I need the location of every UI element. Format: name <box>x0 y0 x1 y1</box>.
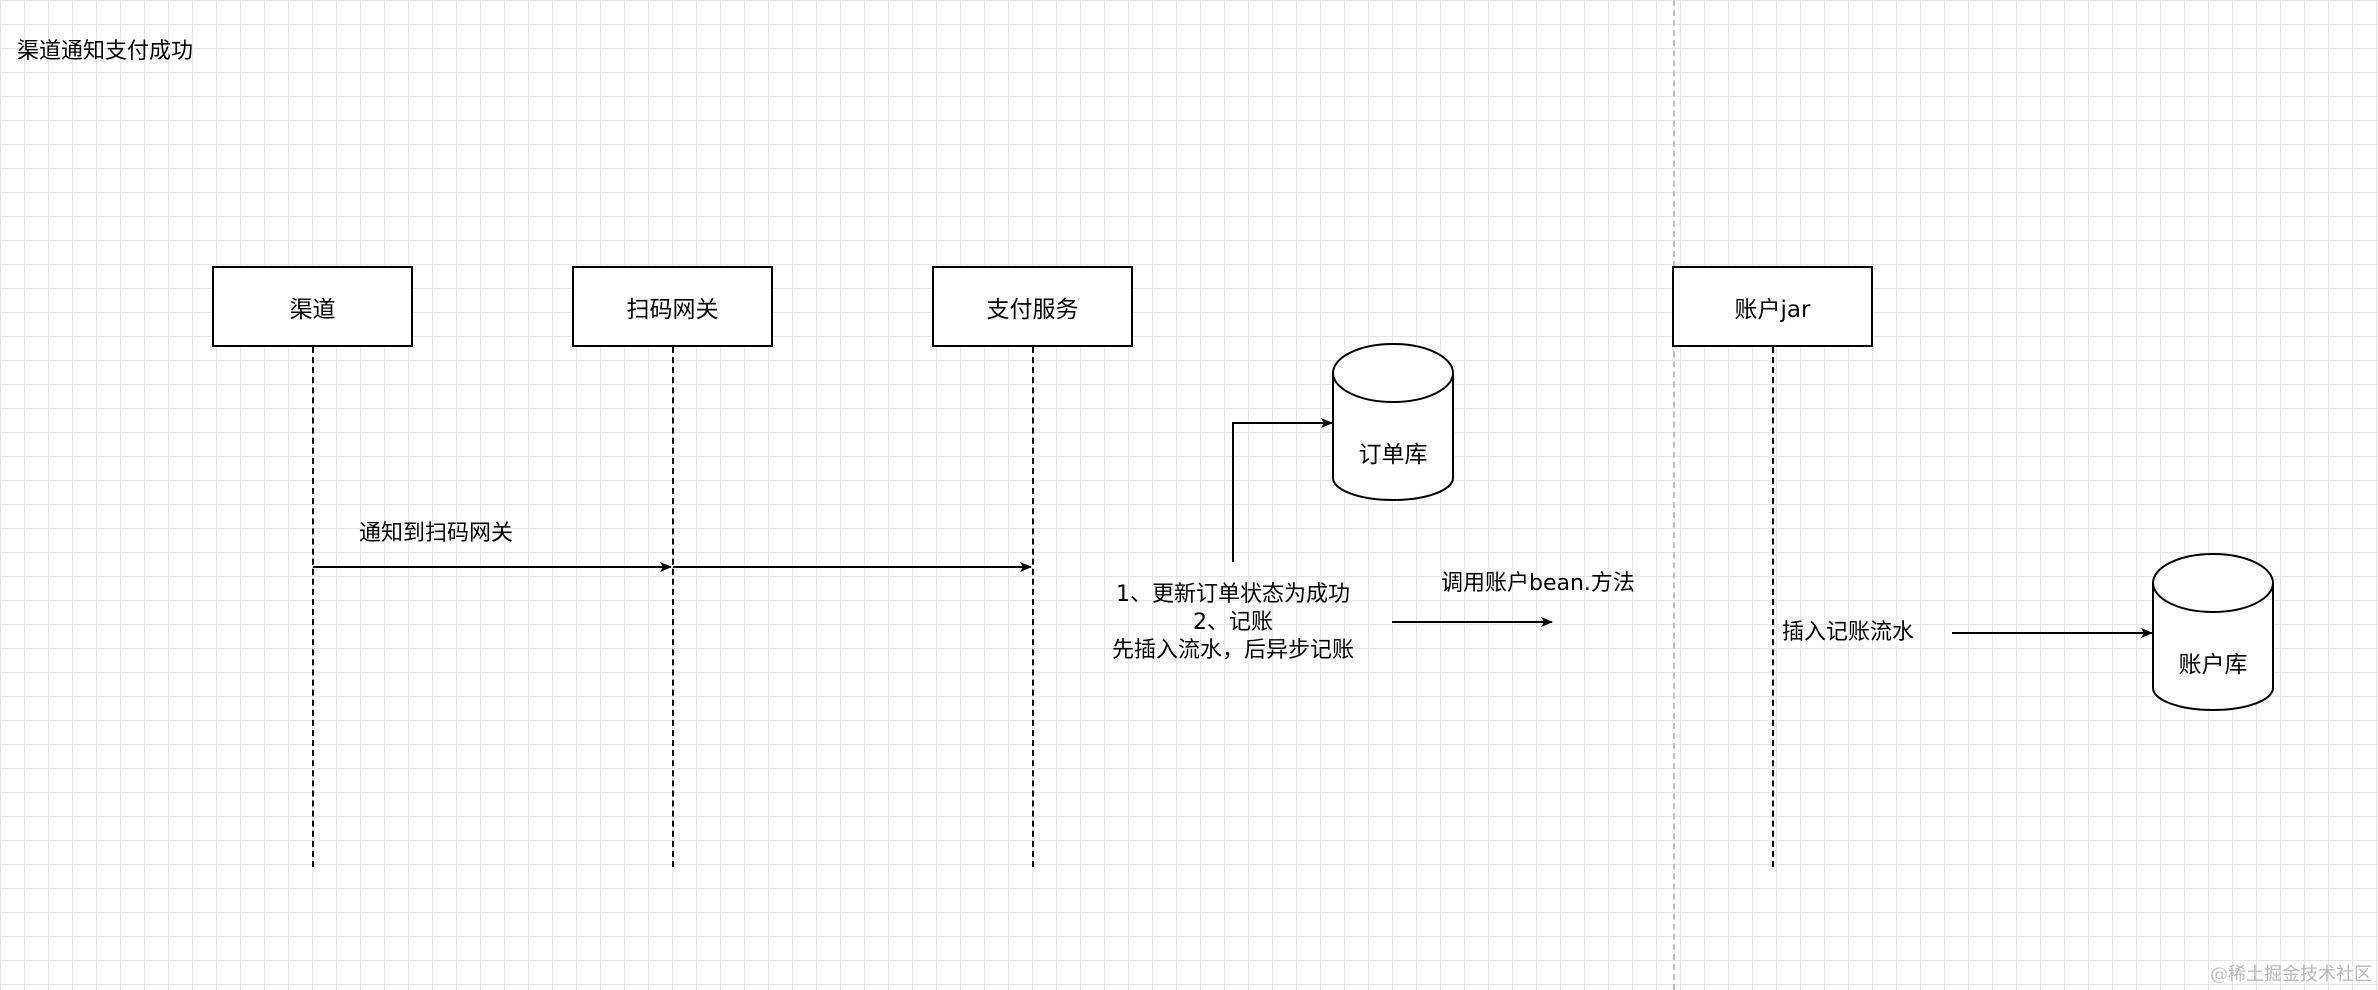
diagram-title: 渠道通知支付成功 <box>17 39 194 64</box>
order-db-cylinder[interactable] <box>1332 343 1454 501</box>
lifeline-pay-service <box>1032 347 1034 867</box>
account-db-cylinder[interactable] <box>2152 553 2274 711</box>
order-db-label: 订单库 <box>1358 442 1428 468</box>
message-pay-note-line-2: 2、记账 <box>1193 610 1273 635</box>
participant-account-jar[interactable]: 账户jar <box>1672 266 1873 347</box>
page-break-line <box>1673 0 1675 990</box>
message-call-account: 调用账户bean.方法 <box>1441 571 1635 596</box>
participant-gateway-label: 扫码网关 <box>626 296 719 323</box>
lifeline-gateway <box>672 347 674 867</box>
message-pay-note-line-1: 1、更新订单状态为成功 <box>1116 582 1350 607</box>
participant-pay-service-label: 支付服务 <box>986 296 1079 323</box>
arrow-pay-to-order-db[interactable] <box>1232 418 1333 562</box>
lifeline-channel <box>312 347 314 867</box>
message-notify-gateway: 通知到扫码网关 <box>359 521 514 546</box>
participant-channel[interactable]: 渠道 <box>212 266 413 347</box>
participant-pay-service[interactable]: 支付服务 <box>932 266 1133 347</box>
participant-channel-label: 渠道 <box>289 296 336 323</box>
participant-account-jar-label: 账户jar <box>1734 296 1811 323</box>
message-pay-note-line-3: 先插入流水，后异步记账 <box>1111 638 1355 663</box>
account-db-label: 账户库 <box>2178 652 2248 678</box>
lifeline-account-jar <box>1772 347 1774 867</box>
participant-gateway[interactable]: 扫码网关 <box>572 266 773 347</box>
watermark-text: @稀土掘金技术社区 <box>2210 964 2372 985</box>
message-insert-flow: 插入记账流水 <box>1782 620 1915 645</box>
